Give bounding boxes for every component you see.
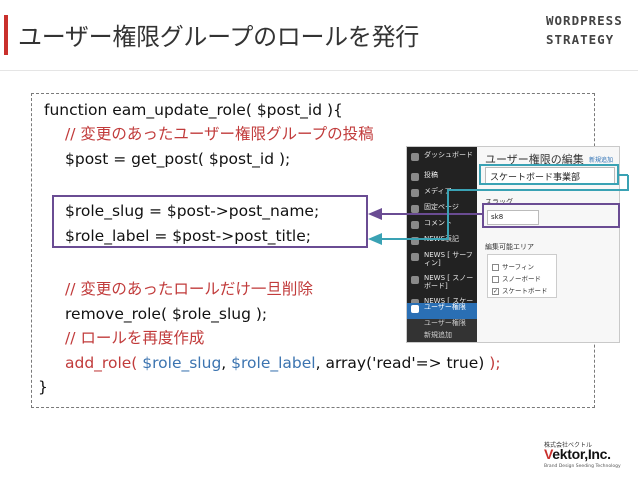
submenu-add-new[interactable]: 新規追加 [407, 331, 477, 342]
checkbox-surf[interactable]: サーフィン [492, 261, 552, 271]
add-role-close: ); [489, 354, 501, 372]
editable-area-box: サーフィン スノーボード ✓スケートボード [487, 254, 557, 298]
menu-item-news[interactable]: NEWS表記 [407, 235, 477, 252]
title-accent-bar [4, 15, 8, 55]
code-comment-3: // ロールを再度作成 [65, 329, 205, 347]
title-field-highlight [479, 164, 619, 185]
edit-heading: ユーザー権限の編集 [485, 153, 584, 166]
logo-line-1: WORDPRESS [546, 13, 623, 28]
add-role-arg-label: $role_label [231, 354, 316, 372]
code-line-close-brace: } [38, 378, 48, 396]
checkbox-checked-icon[interactable]: ✓ [492, 287, 499, 295]
slide-title: ユーザー権限グループのロールを発行 [18, 23, 419, 51]
menu-item-posts[interactable]: 投稿 [407, 171, 477, 188]
pin-icon [411, 253, 419, 261]
add-role-sep-1: , [221, 354, 232, 372]
checkbox-snow[interactable]: スノーボード [492, 273, 552, 283]
menu-item-comments[interactable]: コメント [407, 219, 477, 236]
page-icon [411, 205, 419, 213]
gear-icon [411, 305, 419, 313]
pin-icon [411, 173, 419, 181]
submenu-user-roles[interactable]: ユーザー権限 [407, 319, 477, 331]
role-vars-highlight [52, 195, 368, 248]
logo-line-2: STRATEGY [546, 32, 615, 47]
wordpress-strategy-logo: WORDPRESS STRATEGY [546, 10, 628, 50]
add-new-link[interactable]: 新規追加 [588, 157, 613, 164]
code-comment-1: // 変更のあったユーザー権限グループの投稿 [65, 125, 374, 143]
media-icon [411, 189, 419, 197]
checkbox-icon[interactable] [492, 263, 499, 271]
vektor-name: Vektor,Inc. [544, 446, 611, 462]
code-line-function: function eam_update_role( $post_id ){ [44, 101, 343, 119]
code-line-role-slug: $role_slug = $post->post_name; [65, 202, 320, 220]
checkbox-icon[interactable] [492, 275, 499, 283]
menu-item-news-snow[interactable]: NEWS [ スノーボード] [407, 274, 477, 295]
menu-item-media[interactable]: メディア [407, 187, 477, 204]
add-role-sep-2: , array('read'=> true) [315, 354, 490, 372]
title-divider [0, 70, 638, 71]
code-line-role-label: $role_label = $post->post_title; [65, 227, 311, 245]
add-role-arg-slug: $role_slug [142, 354, 222, 372]
vektor-company-jp: 株式会社ベクトル [544, 442, 593, 449]
pin-icon [411, 276, 419, 284]
menu-item-pages[interactable]: 固定ページ [407, 203, 477, 220]
menu-item-news-surf[interactable]: NEWS [ サーフィン] [407, 251, 477, 272]
dashboard-icon [411, 153, 419, 161]
code-line-add-role: add_role( $role_slug, $role_label, array… [65, 353, 501, 373]
slug-field-highlight [482, 203, 620, 228]
news-icon [411, 237, 419, 245]
code-comment-2: // 変更のあったロールだけ一旦削除 [65, 280, 313, 298]
comment-icon [411, 221, 419, 229]
menu-item-user-roles[interactable]: ユーザー権限 [407, 303, 477, 319]
editable-area-label: 編集可能エリア [485, 243, 534, 251]
checkbox-skate[interactable]: ✓スケートボード [492, 287, 548, 295]
code-line-get-post: $post = get_post( $post_id ); [65, 150, 291, 168]
menu-item-dashboard[interactable]: ダッシュボード [407, 151, 477, 168]
wp-admin-menu: ダッシュボード 投稿 メディア 固定ページ コメント NEWS表記 NEWS [… [407, 147, 477, 342]
vektor-logo: 株式会社ベクトル Vektor,Inc. Brand Design Seedin… [544, 440, 630, 470]
code-line-remove-role: remove_role( $role_slug ); [65, 305, 268, 323]
vektor-tagline: Brand Design Seeding Technology [544, 464, 621, 469]
add-role-fn: add_role( [65, 354, 143, 372]
